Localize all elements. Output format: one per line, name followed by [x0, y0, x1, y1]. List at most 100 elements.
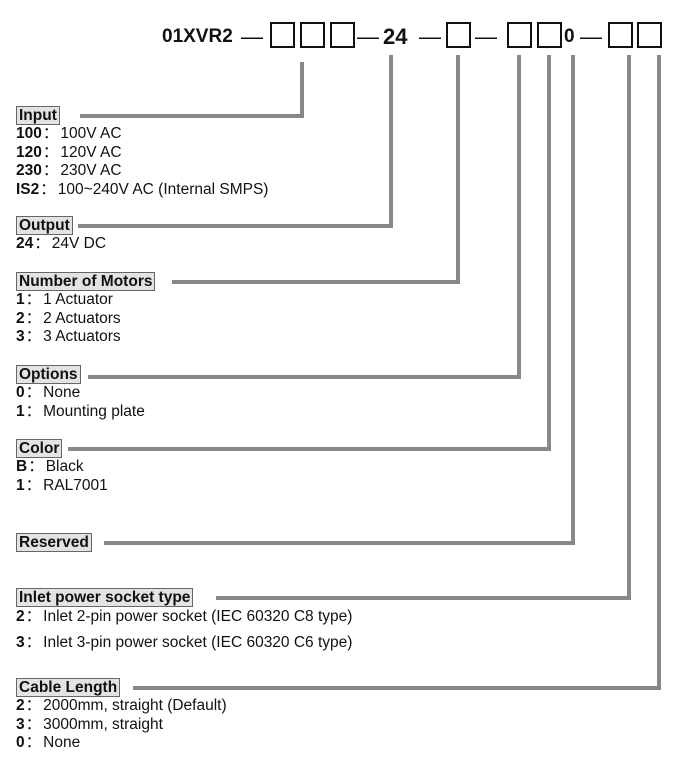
connector-options	[88, 55, 521, 379]
input-code-box-2	[300, 22, 325, 48]
option-desc: Black	[45, 458, 84, 475]
section-label-number-of-motors: Number of Motors	[16, 272, 156, 291]
option-code: 2	[16, 608, 25, 625]
output-code: 24	[383, 24, 408, 49]
option-row: 1：1 Actuator	[16, 291, 155, 310]
option-separator: ：	[28, 458, 44, 475]
section-color: Color B：Black 1：RAL7001	[16, 439, 108, 495]
option-separator: ：	[25, 633, 42, 651]
option-row: 2：2000mm, straight (Default)	[16, 697, 227, 716]
connector-motors	[172, 55, 460, 284]
option-desc: Mounting plate	[43, 402, 145, 420]
option-separator: ：	[25, 291, 42, 308]
option-code: 1	[16, 402, 25, 420]
section-label-options: Options	[16, 365, 81, 384]
option-separator: ：	[25, 309, 42, 327]
option-code: 100	[16, 125, 42, 142]
option-desc: 100V AC	[60, 125, 122, 142]
part-prefix: 01XVR2	[162, 26, 233, 47]
section-output: Output 24：24V DC	[16, 216, 106, 254]
socket-code-box	[608, 22, 633, 48]
dash-3: —	[419, 24, 441, 49]
color-code-box	[537, 22, 562, 48]
option-code: 2	[16, 697, 25, 714]
option-code: 3	[16, 328, 25, 345]
connector-input	[80, 62, 304, 118]
section-cable-length: Cable Length 2：2000mm, straight (Default…	[16, 678, 227, 753]
section-options: Options 0：None 1：Mounting plate	[16, 365, 145, 421]
option-row: 2：2 Actuators	[16, 310, 155, 329]
option-desc: Inlet 3-pin power socket (IEC 60320 C6 t…	[43, 633, 353, 651]
reserved-code: 0	[564, 26, 575, 47]
option-row: 0：None	[16, 734, 227, 753]
option-separator: ：	[25, 734, 42, 751]
option-desc: 100~240V AC (Internal SMPS)	[57, 180, 269, 198]
option-separator: ：	[25, 608, 42, 625]
option-code: 230	[16, 162, 42, 179]
option-separator: ：	[34, 235, 50, 252]
option-code: IS2	[16, 180, 40, 198]
option-code: 0	[16, 384, 25, 401]
option-separator: ：	[25, 697, 42, 714]
option-desc: 2000mm, straight (Default)	[43, 697, 227, 714]
option-code: B	[16, 458, 28, 475]
option-row: 3：Inlet 3-pin power socket (IEC 60320 C6…	[16, 634, 352, 653]
section-label-reserved: Reserved	[16, 533, 92, 552]
option-code: 120	[16, 143, 42, 161]
option-code: 0	[16, 734, 25, 751]
dash-2: —	[357, 24, 379, 49]
motors-code-box	[446, 22, 471, 48]
connector-socket	[216, 55, 631, 600]
option-code: 1	[16, 291, 25, 308]
option-separator: ：	[25, 384, 42, 401]
section-number-of-motors: Number of Motors 1：1 Actuator 2：2 Actuat…	[16, 272, 156, 347]
option-code: 24	[16, 235, 34, 252]
option-row: 120：120V AC	[16, 144, 268, 163]
section-label-inlet-power-socket-type: Inlet power socket type	[16, 588, 194, 607]
option-row: 2：Inlet 2-pin power socket (IEC 60320 C8…	[16, 608, 352, 627]
option-row: 0：None	[16, 384, 145, 403]
section-label-output: Output	[16, 216, 73, 235]
option-separator: ：	[42, 125, 59, 142]
option-desc: RAL7001	[43, 476, 108, 494]
options-code-box	[507, 22, 532, 48]
option-code: 3	[16, 633, 25, 651]
dash-5: —	[580, 24, 602, 49]
option-row: IS2：100~240V AC (Internal SMPS)	[16, 181, 268, 200]
option-desc: 230V AC	[60, 162, 122, 179]
section-label-input: Input	[16, 106, 60, 125]
option-separator: ：	[25, 476, 42, 494]
option-row: B：Black	[16, 458, 108, 477]
connector-reserved	[104, 55, 575, 545]
option-row: 1：RAL7001	[16, 477, 108, 496]
connector-color	[68, 55, 551, 451]
connector-cable	[133, 55, 661, 690]
option-code: 3	[16, 715, 25, 733]
option-desc: 120V AC	[60, 143, 122, 161]
option-code: 2	[16, 309, 25, 327]
option-desc: None	[43, 384, 81, 401]
section-label-cable-length: Cable Length	[16, 678, 121, 697]
option-row: 3：3000mm, straight	[16, 716, 227, 735]
option-desc: None	[43, 734, 81, 751]
option-separator: ：	[25, 402, 42, 420]
cable-code-box	[637, 22, 662, 48]
option-desc: Inlet 2-pin power socket (IEC 60320 C8 t…	[43, 608, 353, 625]
option-desc: 3 Actuators	[43, 328, 121, 345]
option-separator: ：	[25, 328, 42, 345]
option-code: 1	[16, 476, 25, 494]
dash-1: —	[241, 24, 263, 49]
option-separator: ：	[40, 180, 56, 198]
connector-output	[78, 55, 393, 228]
option-row: 1：Mounting plate	[16, 403, 145, 422]
option-row: 3：3 Actuators	[16, 328, 155, 347]
option-desc: 2 Actuators	[43, 309, 121, 327]
option-separator: ：	[42, 143, 59, 161]
option-separator: ：	[25, 715, 42, 733]
option-row: 100：100V AC	[16, 125, 268, 144]
option-desc: 1 Actuator	[43, 291, 113, 308]
input-code-box-1	[270, 22, 295, 48]
dash-4: —	[475, 24, 497, 49]
